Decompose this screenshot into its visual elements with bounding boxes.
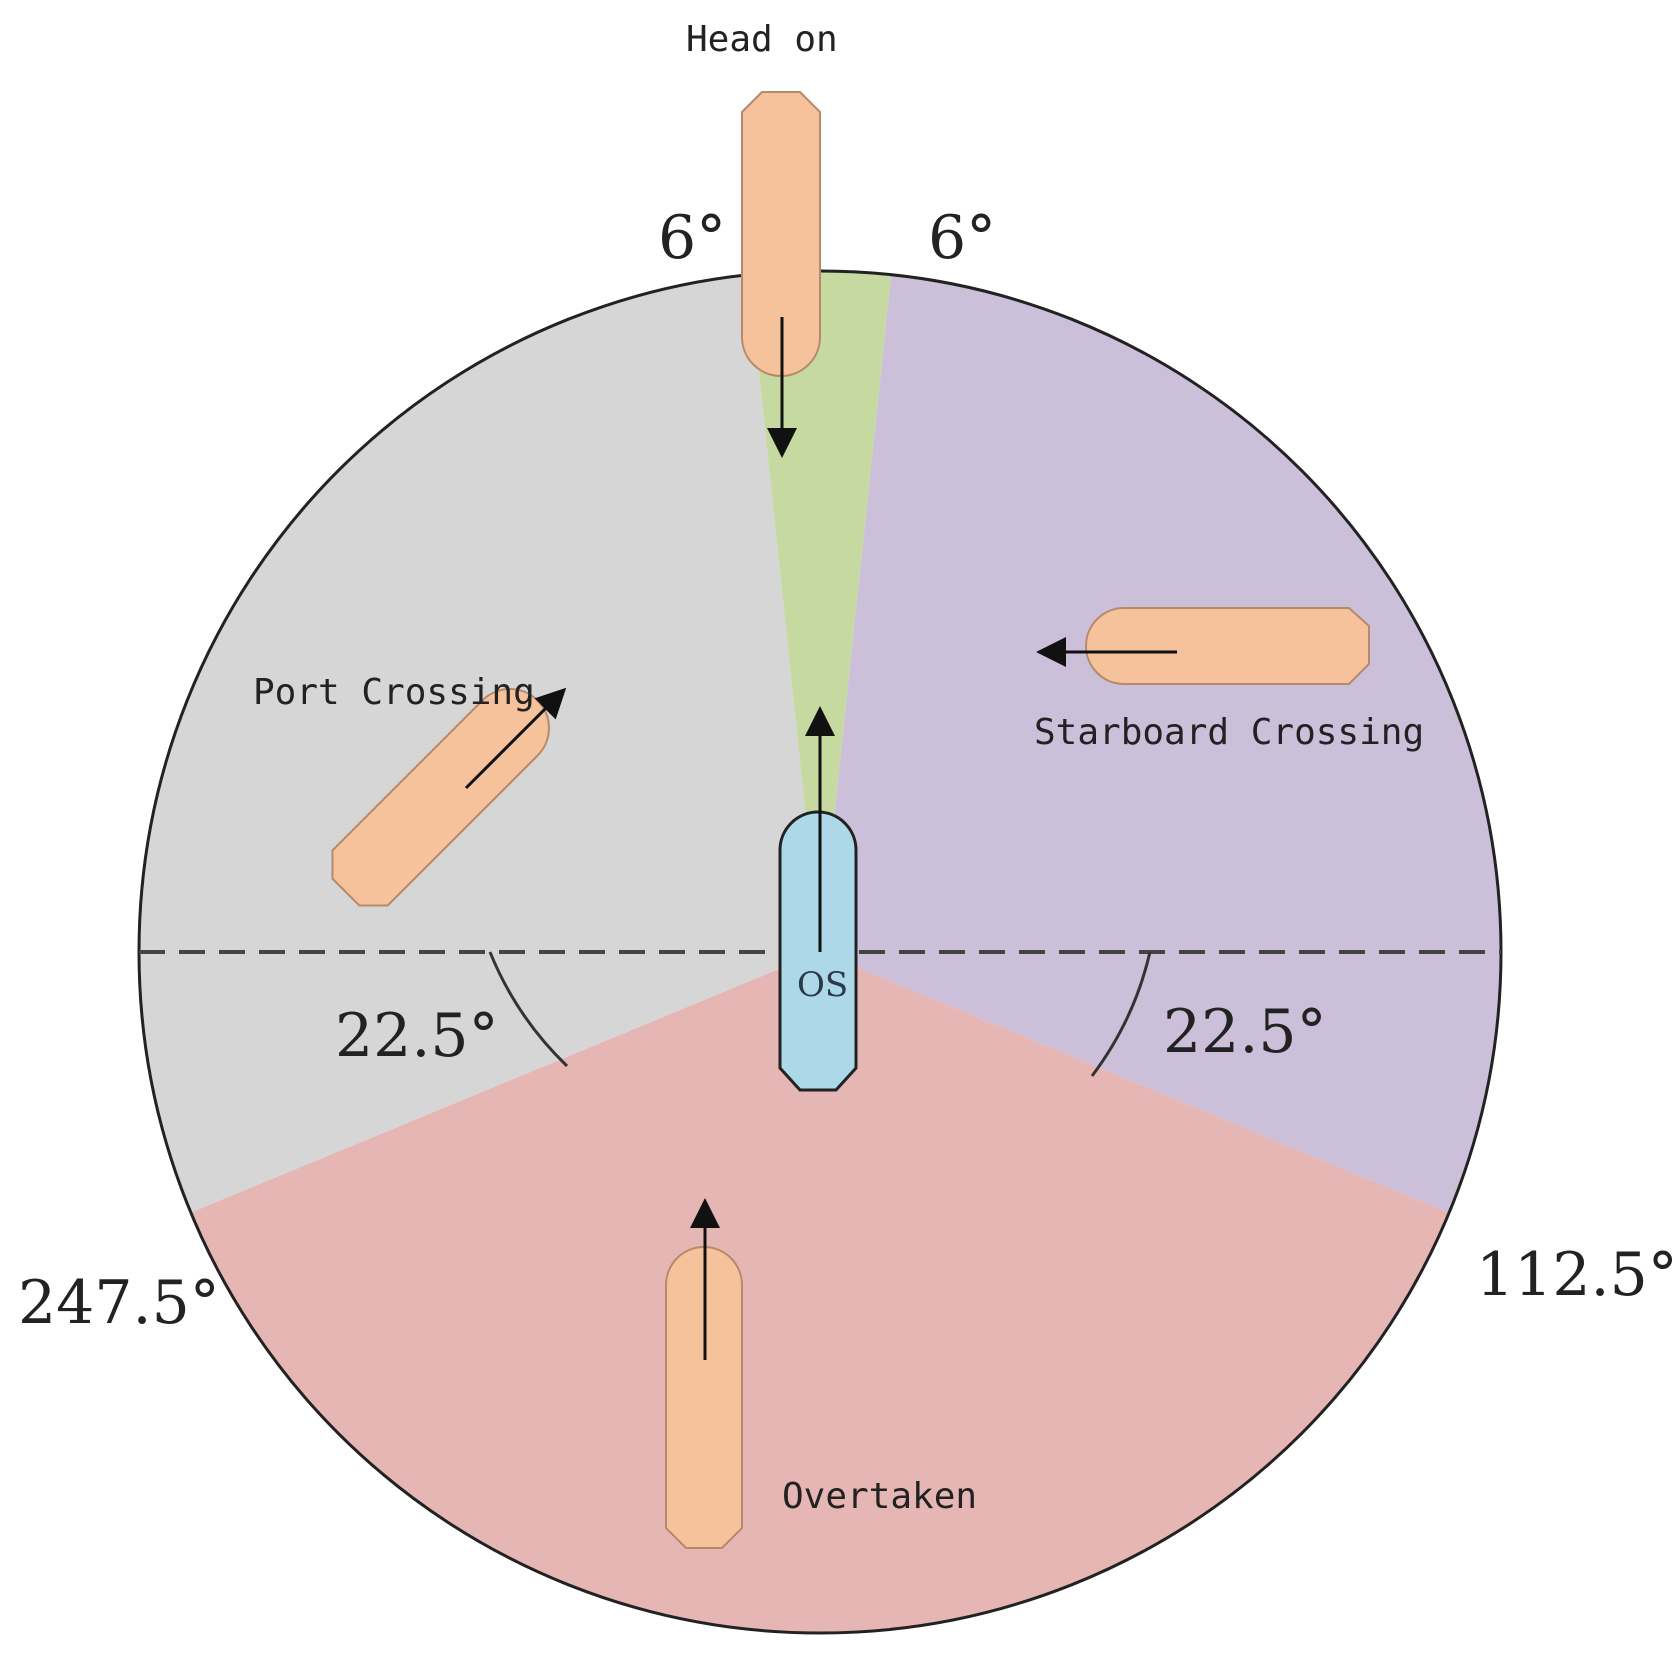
- angle-label-right-22-5: 22.5°: [1163, 997, 1327, 1067]
- starboard-crossing-sector: [820, 274, 1502, 1213]
- angle-arc-left: [488, 951, 569, 1068]
- angle-label-112-5: 112.5°: [1476, 1240, 1677, 1310]
- starboard-crossing-label: Starboard Crossing: [1034, 712, 1424, 753]
- own-ship-label: OS: [797, 965, 848, 1005]
- port-crossing-heading-arrow: [464, 687, 567, 790]
- angle-label-head-on-right: 6°: [928, 203, 996, 273]
- angle-label-head-on-left: 6°: [658, 203, 726, 273]
- own-ship: [778, 810, 858, 1092]
- overtaken-ship: [665, 1246, 743, 1549]
- angle-label-247-5: 247.5°: [18, 1268, 220, 1338]
- head-on-label: Head on: [686, 19, 838, 60]
- head-on-ship: [741, 91, 821, 377]
- starboard-crossing-ship: [1085, 607, 1370, 685]
- overtaken-sector: [190, 952, 1450, 1634]
- angle-arc-right: [1090, 951, 1152, 1077]
- port-crossing-label: Port Crossing: [253, 672, 535, 713]
- angle-label-left-22-5: 22.5°: [335, 1001, 499, 1071]
- overtaken-label: Overtaken: [782, 1476, 977, 1517]
